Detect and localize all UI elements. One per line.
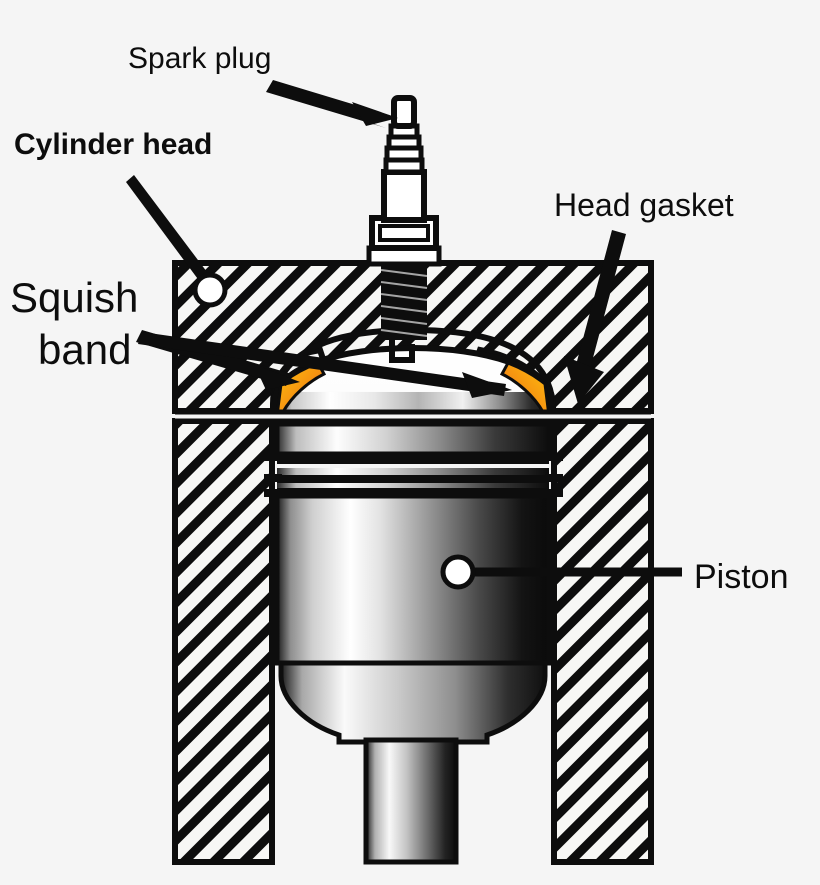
head-gasket-gap <box>175 411 651 421</box>
spark-plug-arrowhead <box>352 102 398 126</box>
piston-top-land <box>274 421 552 457</box>
squish-band-arrowhead-right <box>462 372 512 398</box>
leader-lines <box>126 80 682 590</box>
piston-ring-notch-left-1 <box>264 453 282 461</box>
piston-assembly <box>264 421 563 865</box>
piston-marker-dot <box>440 554 476 590</box>
piston-ring-notch-right-3 <box>545 489 563 497</box>
piston-ring-groove-3 <box>277 488 549 496</box>
label-spark-plug: Spark plug <box>128 42 271 75</box>
cylinder-head-marker-dot <box>192 272 228 308</box>
spark-plug-hex-face <box>378 224 430 242</box>
diagram-labels: Spark plug Cylinder head Squish band Hea… <box>10 42 789 596</box>
head-gasket-seam <box>175 409 651 424</box>
piston-ring-notch-right-1 <box>545 453 563 461</box>
squish-band-arrowhead-left <box>254 364 300 390</box>
piston-ring-notch-right-2 <box>545 474 563 482</box>
connecting-rod <box>363 737 459 865</box>
piston-ring-notch-left-3 <box>264 489 282 497</box>
label-squish-band-line2: band <box>38 326 131 373</box>
head-gasket-leader-line <box>572 230 626 384</box>
piston-ring-land-2 <box>277 483 549 489</box>
spark-plug-ribs <box>383 123 425 175</box>
head-gasket-arrowhead <box>564 356 604 404</box>
label-piston: Piston <box>694 558 789 596</box>
piston-ring-groove-1 <box>277 455 549 464</box>
cylinder-wall-right <box>551 418 654 865</box>
piston-ring-land-1 <box>277 468 549 476</box>
piston-ring-notch-left-2 <box>264 474 282 482</box>
squish-band-leader-right <box>138 332 506 396</box>
label-cylinder-head: Cylinder head <box>14 128 212 161</box>
cylinder-wall-left <box>172 418 275 865</box>
spark-plug-insulator <box>381 169 427 223</box>
cylinder-head-leader-line <box>126 175 216 290</box>
spark-plug <box>366 95 442 363</box>
piston-ring-groove-2 <box>277 475 549 483</box>
cylinder-walls <box>172 418 654 865</box>
piston-skirt <box>278 660 548 745</box>
squish-band-right <box>499 361 551 420</box>
spark-plug-ground-electrode <box>389 340 415 363</box>
spark-plug-thread-lines <box>380 269 428 337</box>
piston-body <box>274 493 552 666</box>
label-squish-band-line1: Squish <box>10 274 138 321</box>
label-head-gasket: Head gasket <box>554 187 734 223</box>
spark-plug-terminal <box>391 95 417 129</box>
